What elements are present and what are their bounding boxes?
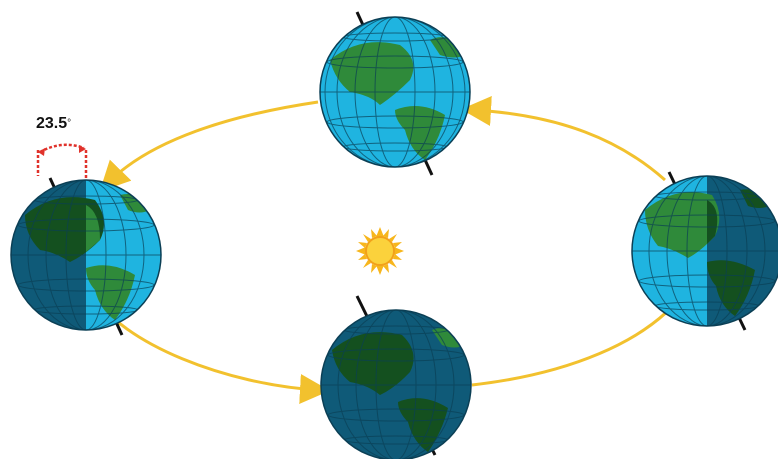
tilt-angle-value: 23.5 (36, 115, 67, 132)
globe-top (320, 12, 470, 175)
tilt-angle-marker (38, 145, 86, 180)
degree-symbol: ° (67, 118, 71, 129)
globe-right (632, 172, 778, 330)
globe-bottom (321, 296, 471, 459)
globe-left (11, 178, 166, 335)
sun-icon (356, 227, 404, 275)
tilt-angle-label: 23.5° (36, 116, 71, 132)
orbit-arrow-top-to-left (108, 102, 318, 183)
orbit-arrow-right-to-top (473, 110, 665, 180)
